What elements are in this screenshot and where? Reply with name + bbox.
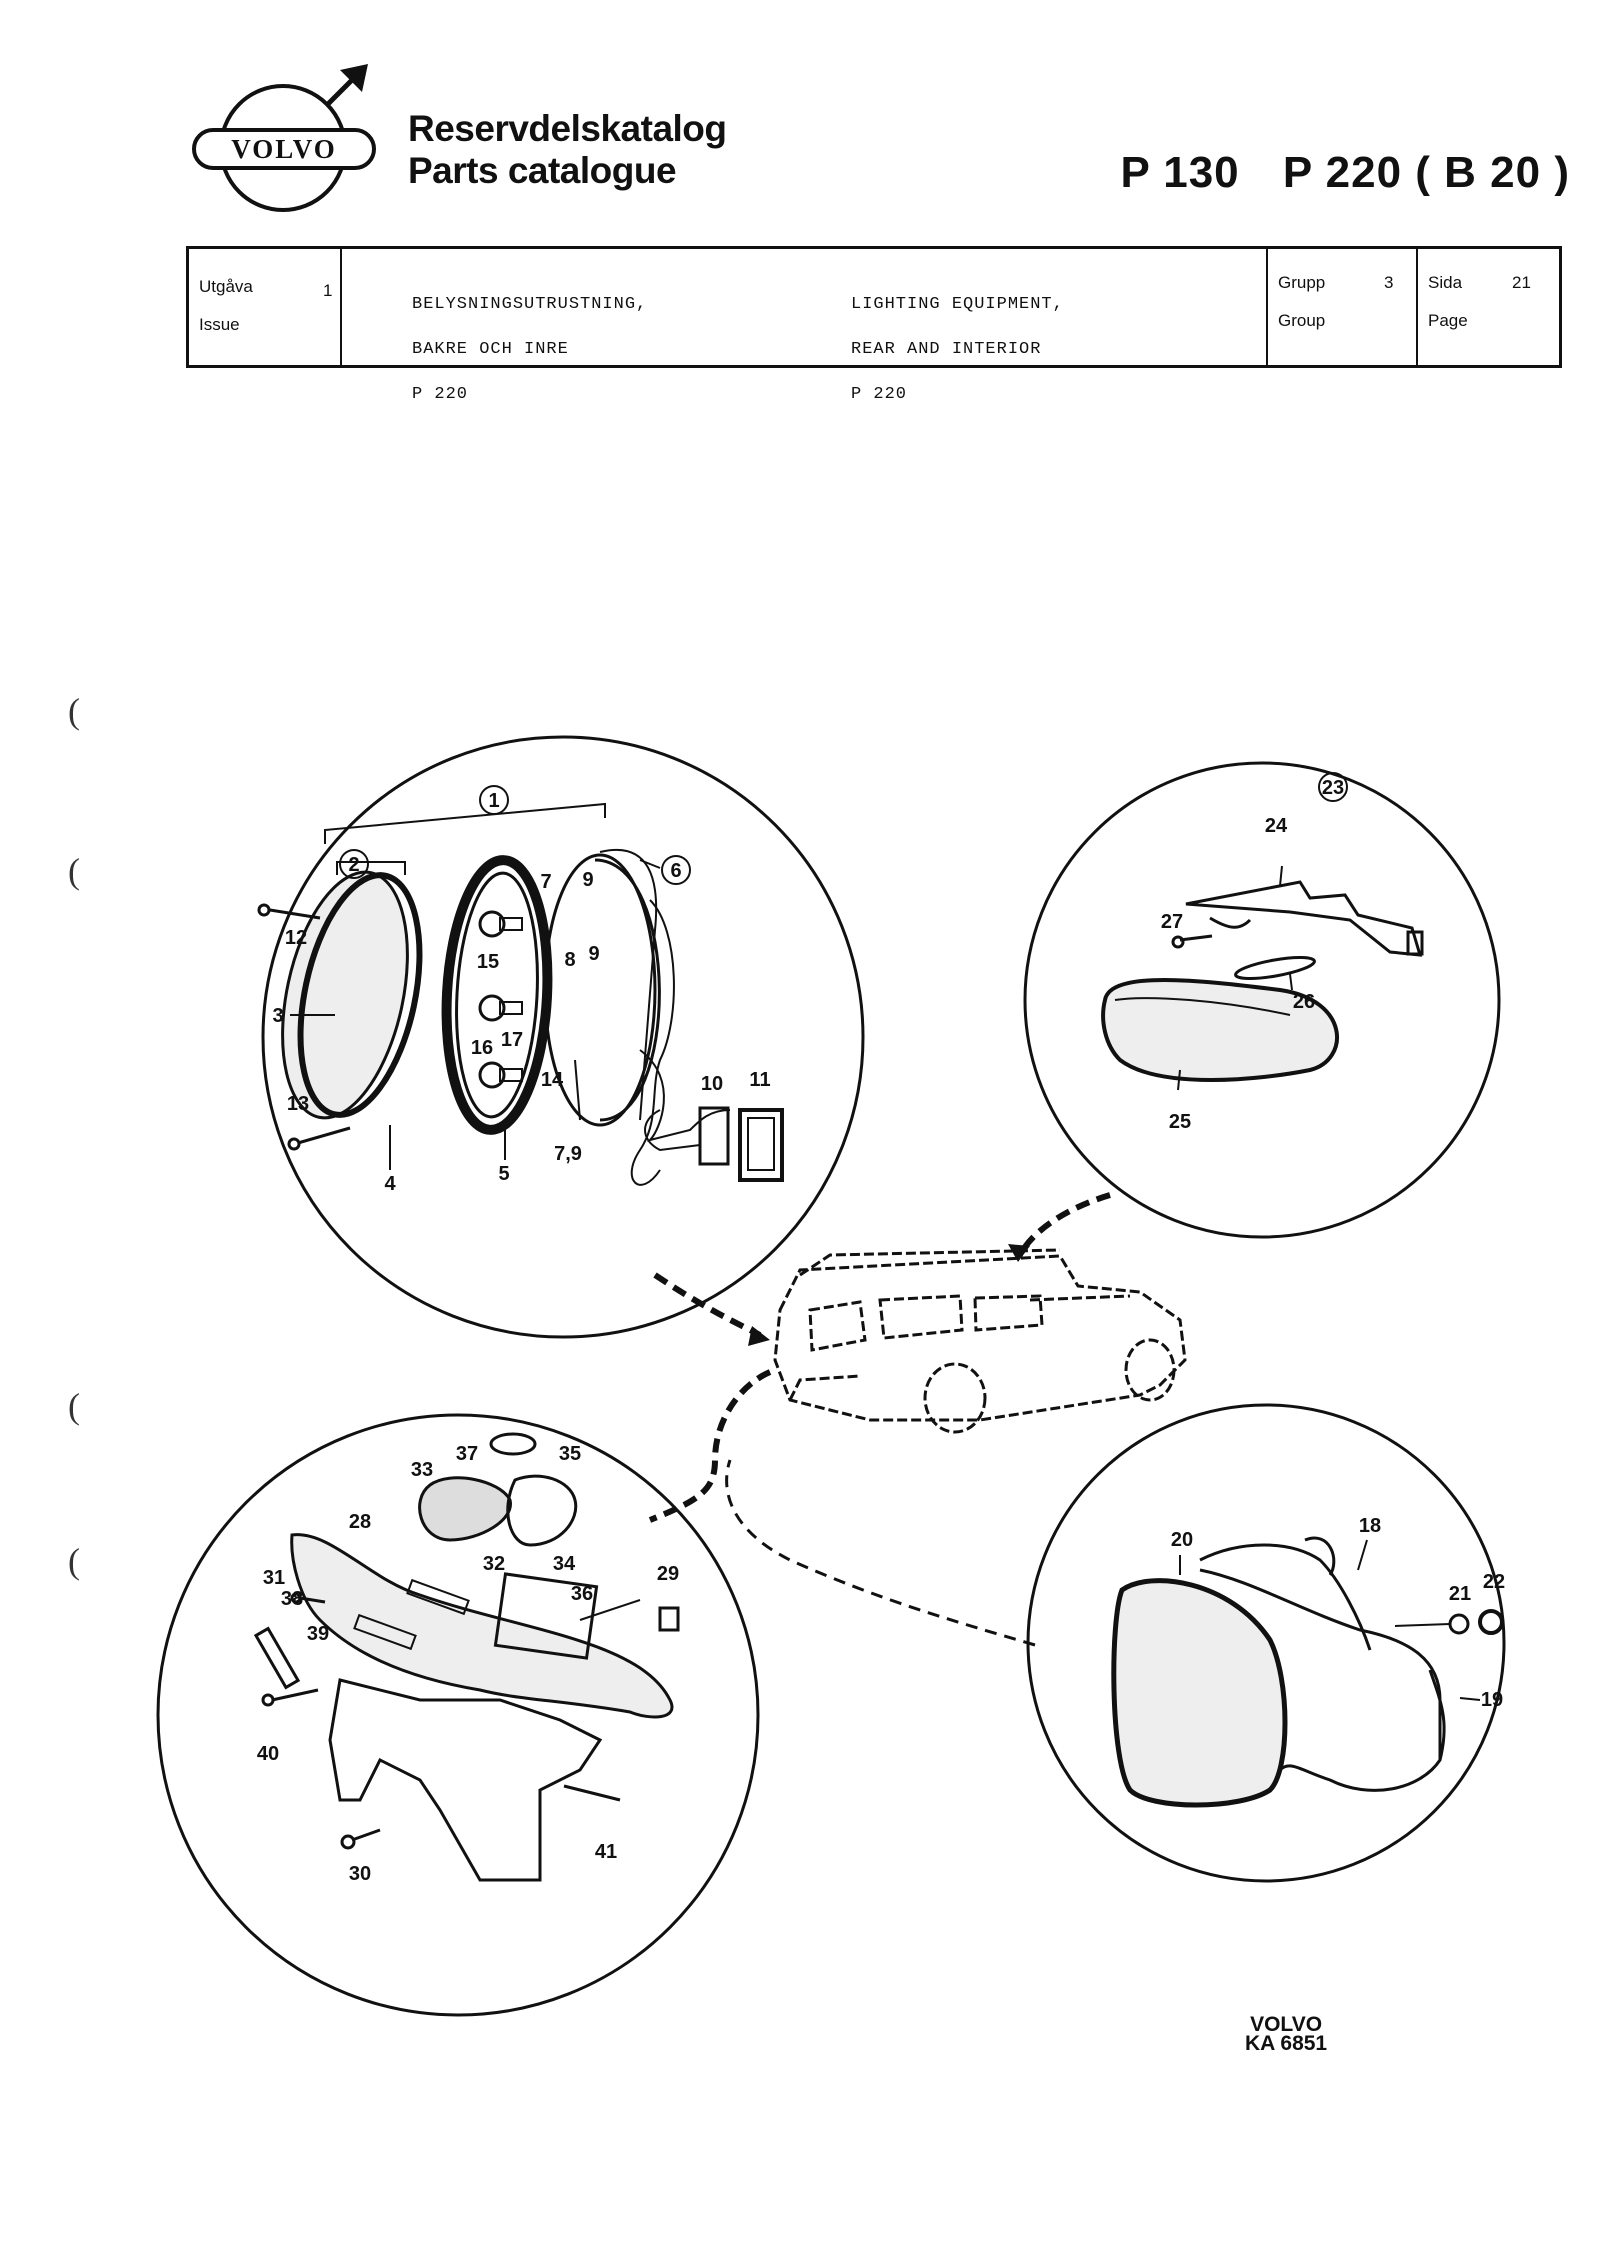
desc-sv-line-3: P 220 — [412, 385, 469, 404]
group-cell: Grupp Group 3 — [1268, 249, 1418, 365]
callout-41: 41 — [595, 1841, 617, 1863]
callout-32: 32 — [483, 1553, 505, 1575]
callout-9b: 9 — [588, 943, 599, 965]
issue-label-sv: Utgåva — [199, 277, 253, 296]
model-designation: P 130 P 220 ( B 20 ) — [1090, 148, 1570, 198]
catalog-title-swedish: Reservdelskatalog — [408, 108, 727, 149]
plate-lamp-detail — [156, 1413, 760, 2017]
issue-value: 1 — [323, 281, 333, 300]
callout-34: 34 — [553, 1553, 576, 1575]
callout-7: 7 — [540, 871, 551, 893]
logo-text: VOLVO — [231, 134, 336, 164]
margin-mark: ( — [68, 1541, 80, 1581]
callout-6: 6 — [670, 860, 681, 882]
footer-code: VOLVO KA 6851 — [1245, 2013, 1328, 2055]
callout-8: 8 — [564, 949, 575, 971]
footer-catalog-code: KA 6851 — [1245, 2032, 1328, 2055]
page-label-sv: Sida — [1428, 273, 1463, 292]
callout-30: 30 — [349, 1863, 371, 1885]
callout-16: 16 — [471, 1037, 493, 1059]
callout-15: 15 — [477, 951, 499, 973]
callout-10: 10 — [701, 1073, 723, 1095]
callout-23: 23 — [1322, 777, 1344, 799]
description-swedish: BELYSNINGSUTRUSTNING, BAKRE OCH INRE P 2… — [412, 267, 647, 432]
arrow-head-icon — [748, 1326, 770, 1346]
issue-label-en: Issue — [199, 315, 240, 334]
page-value: 21 — [1512, 273, 1531, 292]
callout-25: 25 — [1169, 1111, 1191, 1133]
callout-37: 37 — [456, 1443, 478, 1465]
arrow-head-icon — [1008, 1244, 1030, 1262]
callout-26: 26 — [1293, 991, 1315, 1013]
callout-33: 33 — [411, 1459, 433, 1481]
callout-11: 11 — [749, 1069, 770, 1091]
margin-mark: ( — [68, 1386, 80, 1426]
page-cell: Sida Page 21 — [1418, 249, 1559, 365]
model-p220: P 220 ( B 20 ) — [1282, 148, 1570, 197]
interior-lamp-detail — [1023, 761, 1501, 1239]
tail-lamp-detail — [257, 735, 865, 1339]
plate-lamp-callouts: 28 29 30 31 32 33 34 35 36 37 38 39 40 4… — [257, 1443, 679, 1885]
callout-40: 40 — [257, 1743, 279, 1765]
desc-en-line-3: P 220 — [851, 385, 908, 404]
group-label-en: Group — [1278, 311, 1326, 330]
callout-29: 29 — [657, 1563, 679, 1585]
callout-35: 35 — [559, 1443, 581, 1465]
bulb-17-icon — [478, 1061, 523, 1089]
callout-2: 2 — [348, 854, 359, 876]
callout-20: 20 — [1171, 1529, 1193, 1551]
callout-22: 22 — [1483, 1571, 1505, 1593]
desc-sv-line-2: BAKRE OCH INRE — [412, 340, 569, 359]
callout-7-9: 7,9 — [554, 1143, 582, 1165]
callout-12: 12 — [285, 927, 307, 949]
interior-lamp-callouts: 23 24 25 26 27 — [1161, 772, 1348, 1133]
reference-arrows — [648, 1192, 1111, 1647]
catalog-title-english: Parts catalogue — [408, 150, 677, 191]
tail-lamp-callouts: 1 2 3 4 5 6 7 8 9 9 10 11 12 13 14 15 16… — [272, 785, 771, 1195]
margin-mark: ( — [68, 851, 80, 891]
desc-sv-line-1: BELYSNINGSUTRUSTNING, — [412, 295, 648, 314]
desc-en-line-2: REAR AND INTERIOR — [851, 340, 1042, 359]
description-cell: BELYSNINGSUTRUSTNING, BAKRE OCH INRE P 2… — [342, 249, 1268, 403]
bulb-16-icon — [478, 994, 523, 1022]
callout-3: 3 — [272, 1005, 283, 1027]
callout-28: 28 — [349, 1511, 371, 1533]
description-english: LIGHTING EQUIPMENT, REAR AND INTERIOR P … — [851, 267, 1064, 432]
callout-5: 5 — [498, 1163, 509, 1185]
callout-24: 24 — [1265, 815, 1288, 837]
side-lamp-callouts: 18 19 20 21 22 — [1171, 1515, 1505, 1711]
callout-17: 17 — [501, 1029, 523, 1051]
callout-36: 36 — [571, 1583, 593, 1605]
side-lamp-detail — [1026, 1403, 1506, 1883]
callout-21: 21 — [1449, 1583, 1471, 1605]
callout-31: 31 — [263, 1567, 285, 1589]
station-wagon-illustration — [773, 1248, 1187, 1434]
callout-13: 13 — [287, 1093, 309, 1115]
callout-27: 27 — [1161, 911, 1183, 933]
callout-19: 19 — [1481, 1689, 1503, 1711]
callout-9: 9 — [582, 869, 593, 891]
margin-mark: ( — [68, 691, 80, 731]
group-value: 3 — [1384, 273, 1394, 292]
info-table: Utgåva Issue 1 BELYSNINGSUTRUSTNING, BAK… — [186, 246, 1562, 403]
callout-39: 39 — [307, 1623, 329, 1645]
page-label-en: Page — [1428, 311, 1468, 330]
volvo-logo: VOLVO — [192, 64, 376, 212]
callout-18: 18 — [1359, 1515, 1381, 1537]
group-label-sv: Grupp — [1278, 273, 1326, 292]
bulb-15-icon — [478, 910, 523, 938]
issue-cell: Utgåva Issue 1 — [189, 249, 342, 365]
model-p130: P 130 — [1120, 148, 1240, 197]
callout-14: 14 — [541, 1069, 564, 1091]
callout-1: 1 — [488, 790, 499, 812]
callout-38: 38 — [281, 1588, 303, 1610]
footer-brand: VOLVO — [1250, 2013, 1323, 2036]
desc-en-line-1: LIGHTING EQUIPMENT, — [851, 295, 1064, 314]
callout-4: 4 — [384, 1173, 396, 1195]
catalog-title: Reservdelskatalog Parts catalogue — [408, 108, 727, 192]
